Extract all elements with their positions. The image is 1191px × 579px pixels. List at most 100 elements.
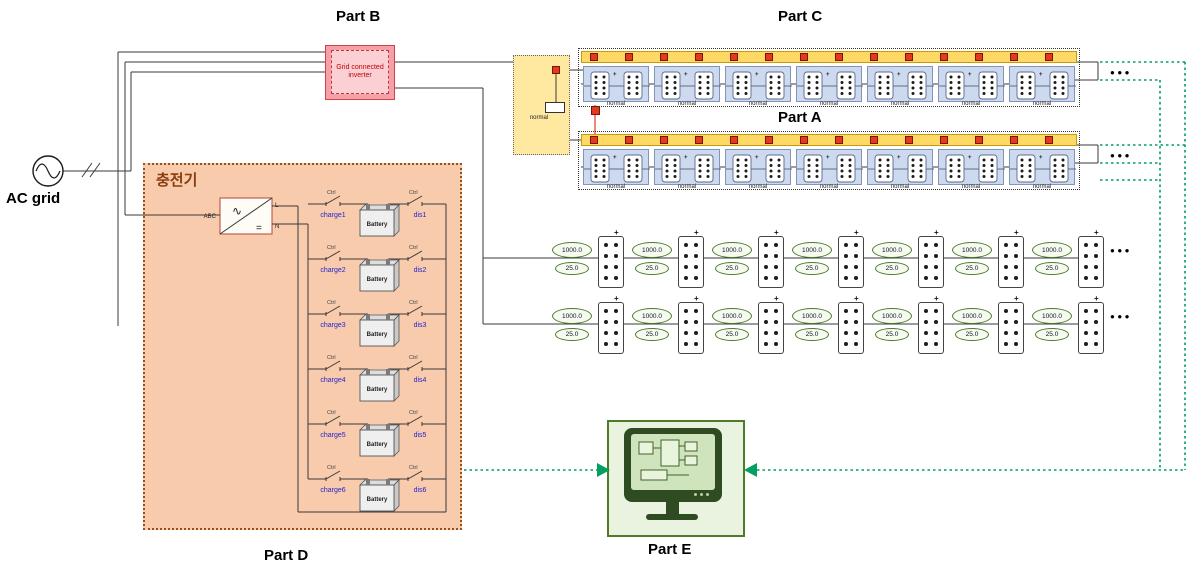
capacity-value: 25.0: [635, 262, 669, 275]
charge-switch-label: charge4: [320, 377, 346, 384]
module-status-label: normal: [961, 184, 981, 190]
strip-sensor-node-icon: [870, 53, 878, 61]
cell-stack-icon: +: [868, 154, 934, 183]
monitor-button-icon: [694, 493, 697, 496]
plus-terminal: +: [826, 155, 830, 161]
cell-column-icon: [924, 243, 938, 280]
arrow-to-monitor-right-icon: [744, 463, 757, 477]
strip-sensor-node-icon: [940, 53, 948, 61]
sensor-strip: [581, 134, 1077, 146]
plus-terminal: +: [694, 228, 699, 237]
module-status-label: normal: [677, 101, 697, 107]
discharge-switch-label: dis3: [413, 322, 427, 329]
battery-icon: [359, 209, 395, 237]
capacity-value: 25.0: [635, 328, 669, 341]
plus-terminal: +: [968, 72, 972, 78]
module-status-label: normal: [677, 184, 697, 190]
cell-column-icon: [1084, 309, 1098, 346]
monitor-button-icon: [700, 493, 703, 496]
arrow-to-monitor-left-icon: [597, 463, 610, 477]
battery-cell-box: [838, 236, 864, 288]
strip-sensor-node-icon: [800, 136, 808, 144]
capacity-value: 25.0: [795, 262, 829, 275]
strip-sensor-node-icon: [625, 53, 633, 61]
battery-string-module: +: [938, 149, 1005, 185]
resistance-value: 1000.0: [872, 308, 912, 324]
plus-terminal: +: [755, 155, 759, 161]
battery-icon: [359, 429, 395, 457]
strip-sensor-node-icon: [1045, 136, 1053, 144]
plus-terminal: +: [613, 72, 617, 78]
ctrl-switch-label: Ctrl: [327, 465, 336, 471]
screen-schematic-icon: [638, 439, 698, 481]
strip-sensor-node-icon: [625, 136, 633, 144]
row-continuation-dots: ●●●: [1110, 246, 1132, 255]
monitor-base: [646, 514, 698, 520]
strip-sensor-node-icon: [1010, 53, 1018, 61]
battery-cell-box: [678, 302, 704, 354]
capacity-value: 25.0: [555, 328, 589, 341]
battery-string-module: +: [1009, 149, 1076, 185]
cell-column-icon: [844, 309, 858, 346]
module-status-label: normal: [748, 184, 768, 190]
cell-column-icon: [1004, 309, 1018, 346]
cell-column-icon: [1004, 243, 1018, 280]
sensor-strip: [581, 51, 1077, 63]
plus-terminal: +: [1014, 294, 1019, 303]
battery-string-module: +: [583, 149, 650, 185]
resistance-value: 1000.0: [552, 308, 592, 324]
ctrl-switch-label: Ctrl: [409, 355, 418, 361]
strip-sensor-node-icon: [940, 136, 948, 144]
battery-cell-box: [1078, 302, 1104, 354]
charger-title: 충전기: [156, 172, 198, 189]
part-b-title: Part B: [336, 8, 381, 25]
plus-terminal: +: [854, 294, 859, 303]
battery-string-module: +: [654, 149, 721, 185]
battery-icon: [359, 319, 395, 347]
plus-terminal: +: [614, 228, 619, 237]
converter-pin-n: N: [275, 224, 279, 230]
strip-sensor-node-icon: [730, 53, 738, 61]
cell-stack-icon: +: [797, 154, 863, 183]
part-a-title: Part A: [778, 109, 822, 126]
discharge-switch-label: dis2: [413, 267, 427, 274]
resistance-value: 1000.0: [952, 242, 992, 258]
resistance-value: 1000.0: [632, 242, 672, 258]
module-status-label: normal: [890, 101, 910, 107]
capacity-value: 25.0: [555, 262, 589, 275]
strip-sensor-node-icon: [590, 136, 598, 144]
strip-sensor-node-icon: [765, 53, 773, 61]
battery-string-module: +: [867, 149, 934, 185]
battery-string-module: +: [583, 66, 650, 102]
charge-switch-label: charge5: [320, 432, 346, 439]
cell-stack-icon: +: [797, 71, 863, 100]
battery-icon: [359, 484, 395, 512]
part-d-title: Part D: [264, 547, 309, 564]
cell-stack-icon: +: [726, 71, 792, 100]
charge-switch-label: charge2: [320, 267, 346, 274]
plus-terminal: +: [934, 228, 939, 237]
strip-sensor-node-icon: [660, 53, 668, 61]
battery-cell-box: [758, 302, 784, 354]
battery-cell-box: [758, 236, 784, 288]
strip-sensor-node-icon: [905, 53, 913, 61]
battery-cell-box: [918, 236, 944, 288]
battery-cell-box: [1078, 236, 1104, 288]
strip-sensor-node-icon: [835, 136, 843, 144]
cell-stack-icon: +: [939, 71, 1005, 100]
plus-terminal: +: [1014, 228, 1019, 237]
discharge-switch-label: dis5: [413, 432, 427, 439]
sine-wave-icon: [35, 163, 61, 179]
cell-stack-icon: +: [584, 71, 650, 100]
part-e-title: Part E: [648, 541, 692, 558]
ctrl-switch-label: Ctrl: [409, 410, 418, 416]
battery-cell-box: [998, 302, 1024, 354]
sensor-meter-icon: [545, 102, 565, 113]
strip-sensor-node-icon: [1045, 53, 1053, 61]
module-status-label: normal: [748, 101, 768, 107]
battery-string-module: +: [654, 66, 721, 102]
row-continuation-dots: ●●●: [1110, 151, 1132, 160]
plus-terminal: +: [1039, 72, 1043, 78]
strip-sensor-node-icon: [695, 53, 703, 61]
ctrl-switch-label: Ctrl: [327, 300, 336, 306]
